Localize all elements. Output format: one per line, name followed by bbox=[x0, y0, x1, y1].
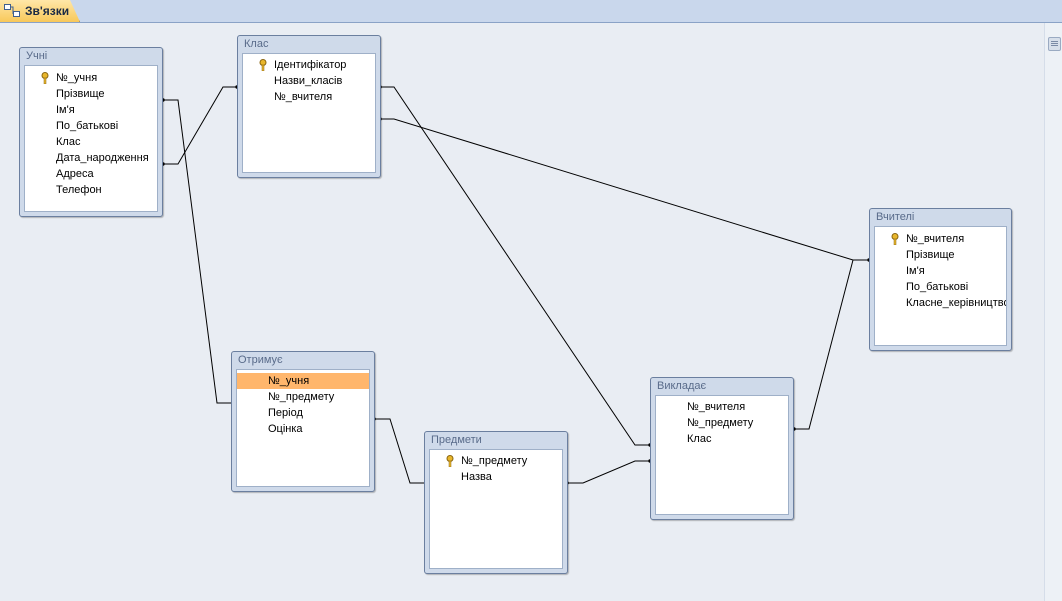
field-list: №_учня №_предмету Період Оцінка bbox=[236, 369, 370, 487]
primary-key-icon bbox=[891, 233, 899, 246]
rel-vchyteli-vykladaie bbox=[794, 259, 869, 430]
field-imia[interactable]: Ім'я bbox=[56, 104, 75, 116]
field-list: №_учня Прізвище Ім'я По_батькові Клас Да… bbox=[24, 65, 158, 212]
table-vchyteli[interactable]: Вчителі №_вчителя Прізвище Ім'я По_батьк… bbox=[869, 208, 1012, 351]
vertical-scrollbar[interactable] bbox=[1044, 23, 1062, 601]
rel-uchni-klas bbox=[163, 86, 237, 165]
table-otrymuie[interactable]: Отримує №_учня №_предмету Період Оцінка bbox=[231, 351, 375, 492]
tab-label: Зв'язки bbox=[25, 4, 70, 18]
field-nom-uchnia[interactable]: №_учня bbox=[25, 70, 157, 86]
table-title: Вчителі bbox=[876, 211, 915, 223]
document-tab-bar: Зв'язки bbox=[0, 0, 1062, 23]
rel-klas-vchyteli bbox=[380, 118, 869, 261]
field-po-batkovi[interactable]: По_батькові bbox=[906, 281, 969, 293]
field-nom-predmetu[interactable]: №_предмету bbox=[430, 453, 562, 469]
field-prizvyshche[interactable]: Прізвище bbox=[906, 249, 955, 261]
table-vykladaie[interactable]: Викладає №_вчителя №_предмету Клас bbox=[650, 377, 794, 520]
rel-klas-vykladaie bbox=[380, 86, 650, 446]
field-list: №_вчителя Прізвище Ім'я По_батькові Клас… bbox=[874, 226, 1007, 346]
field-list: №_предмету Назва bbox=[429, 449, 563, 569]
rel-predmety-vykladaie bbox=[567, 460, 650, 484]
field-period[interactable]: Період bbox=[268, 407, 303, 419]
rel-uchni-otrymuie bbox=[163, 99, 233, 404]
field-nom-uchnia[interactable]: №_учня bbox=[237, 373, 369, 389]
field-list: Ідентифікатор Назви_класів №_вчителя bbox=[242, 53, 376, 173]
field-prizvyshche[interactable]: Прізвище bbox=[56, 88, 105, 100]
table-title: Клас bbox=[244, 38, 269, 50]
scrollbar-thumb[interactable] bbox=[1048, 37, 1061, 51]
field-list: №_вчителя №_предмету Клас bbox=[655, 395, 789, 515]
field-nazva[interactable]: Назва bbox=[461, 471, 492, 483]
primary-key-icon bbox=[41, 72, 49, 85]
table-title: Предмети bbox=[431, 434, 482, 446]
field-po-batkovi[interactable]: По_батькові bbox=[56, 120, 119, 132]
field-nom-predmetu[interactable]: №_предмету bbox=[687, 417, 754, 429]
field-nom-vchytelia[interactable]: №_вчителя bbox=[875, 231, 1006, 247]
field-data-narodzhennia[interactable]: Дата_народження bbox=[56, 152, 149, 164]
relationships-icon bbox=[4, 4, 20, 18]
field-klas[interactable]: Клас bbox=[687, 433, 712, 445]
field-nom-vchytelia[interactable]: №_вчителя bbox=[274, 91, 333, 103]
rel-otrymuie-predmety bbox=[374, 418, 426, 484]
primary-key-icon bbox=[446, 455, 454, 468]
field-imia[interactable]: Ім'я bbox=[906, 265, 925, 277]
primary-key-icon bbox=[259, 59, 267, 72]
field-klas[interactable]: Клас bbox=[56, 136, 81, 148]
table-uchni[interactable]: Учні №_учня Прізвище Ім'я По_батькові Кл… bbox=[19, 47, 163, 217]
field-adresa[interactable]: Адреса bbox=[56, 168, 94, 180]
table-predmety[interactable]: Предмети №_предмету Назва bbox=[424, 431, 568, 574]
field-klasne-kerivnytstvo[interactable]: Класне_керівництво bbox=[906, 297, 1007, 309]
table-klas[interactable]: Клас Ідентифікатор Назви_класів №_вчител… bbox=[237, 35, 381, 178]
field-nazvy-klasiv[interactable]: Назви_класів bbox=[274, 75, 343, 87]
table-title: Отримує bbox=[238, 354, 283, 366]
field-telefon[interactable]: Телефон bbox=[56, 184, 102, 196]
field-otsinka[interactable]: Оцінка bbox=[268, 423, 303, 435]
table-title: Викладає bbox=[657, 380, 707, 392]
field-identyfikator[interactable]: Ідентифікатор bbox=[243, 57, 375, 73]
table-title: Учні bbox=[26, 50, 48, 62]
field-nom-predmetu[interactable]: №_предмету bbox=[268, 391, 335, 403]
field-nom-vchytelia[interactable]: №_вчителя bbox=[687, 401, 746, 413]
tab-relationships[interactable]: Зв'язки bbox=[0, 0, 80, 22]
